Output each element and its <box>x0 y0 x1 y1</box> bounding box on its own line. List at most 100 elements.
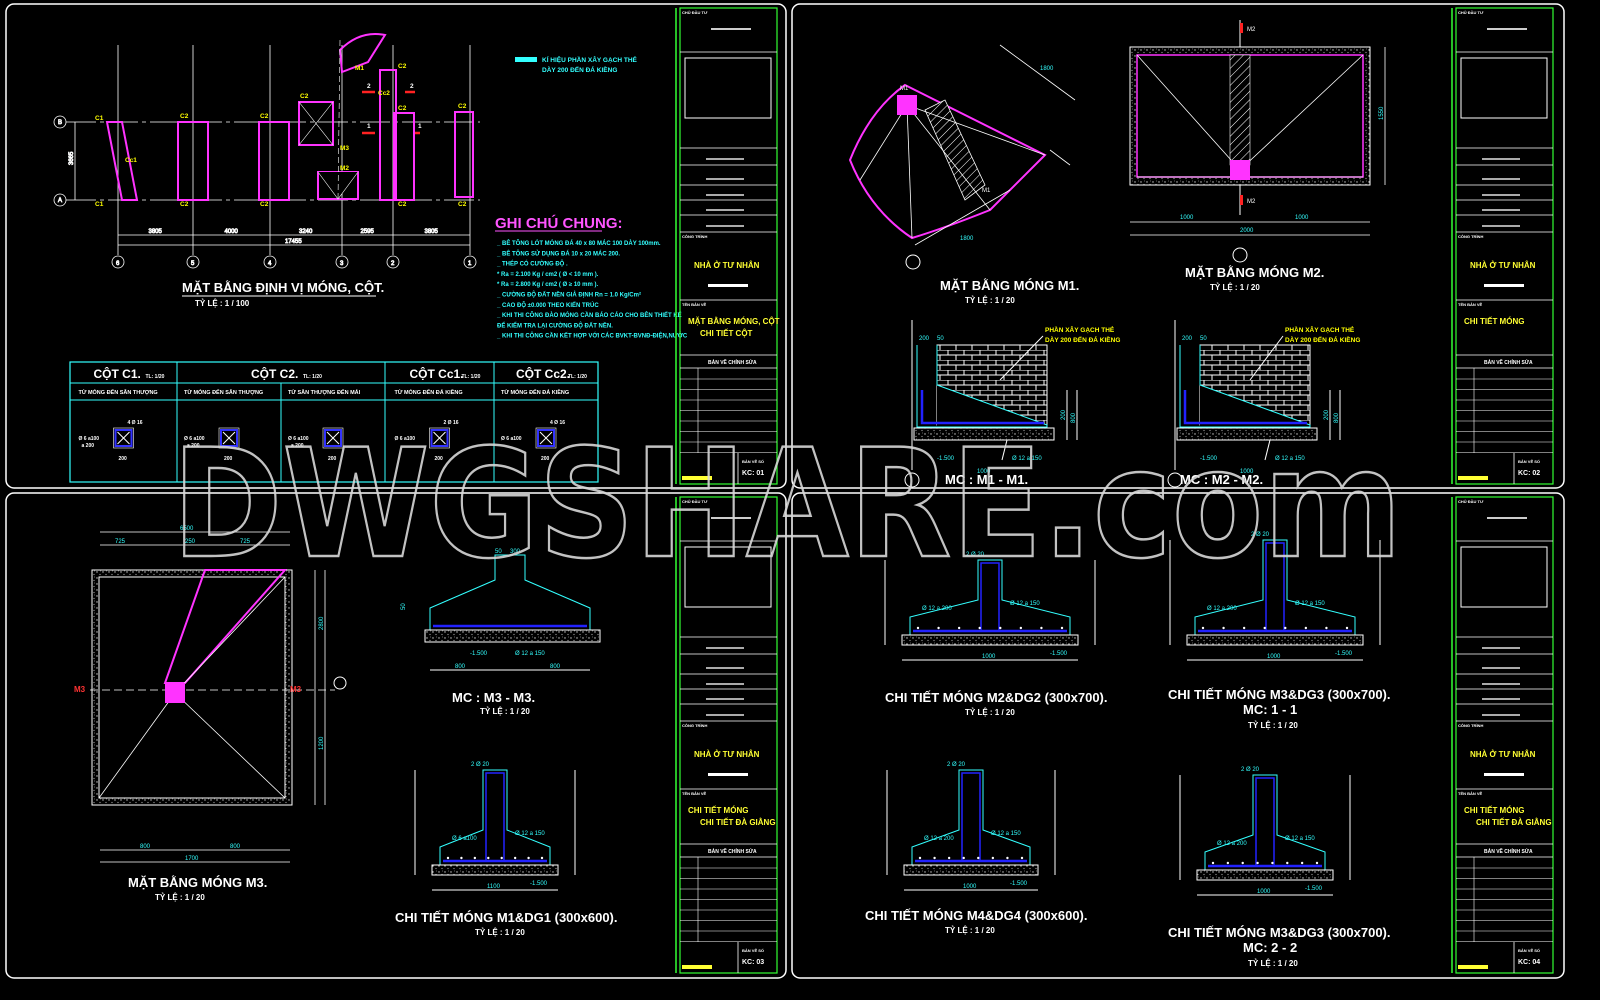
sheet-no-label: BẢN VẼ SỐ <box>1518 459 1540 464</box>
rebar-dot <box>999 626 1002 630</box>
m1-scale: TỶ LỆ : 1 / 20 <box>965 296 1015 305</box>
rebar-dot <box>487 856 490 860</box>
lean-concrete <box>424 629 601 643</box>
grid-label: 2 <box>391 261 395 267</box>
tie-icon <box>433 431 446 445</box>
rebar-dot <box>1242 626 1246 630</box>
m3-dim: 1700 <box>185 856 199 862</box>
footing-m2-dg2-b <box>258 121 290 201</box>
project-address <box>708 284 748 287</box>
owner-label: CHỦ ĐẦU TƯ <box>682 10 708 15</box>
rebar-label: Ø 12 a 200 <box>924 836 954 842</box>
rebar-label: Ø 12 a 150 <box>1275 456 1305 462</box>
field-value <box>1482 667 1520 669</box>
footing-m1-outline <box>848 83 1047 240</box>
logo-box <box>684 57 772 119</box>
side-dimension: 3665 <box>69 151 75 165</box>
drawing-label: TÊN BẢN VẼ <box>1458 791 1483 796</box>
footing-label: Cc2 <box>378 90 390 97</box>
rebar-dot <box>1019 626 1023 630</box>
elevation-label: -1.500 <box>530 881 548 887</box>
column-header-scale: TL: 1/20 <box>303 374 322 380</box>
owner-name <box>1487 28 1527 30</box>
rebar-label: Ø 12 a 150 <box>1012 456 1042 462</box>
rebar-dot <box>1300 861 1304 865</box>
rebar-dot <box>527 856 530 860</box>
note-line: _ KHI THI CÔNG ĐÀO MÓNG CẦN BÁO CÁO CHO … <box>496 311 682 319</box>
column-rebar <box>1265 542 1285 631</box>
column-header-scale: TL: 1/20 <box>146 374 165 380</box>
rebar-dot <box>1201 626 1205 630</box>
section-title: MC : M3 - M3. <box>452 690 535 705</box>
legend-swatch <box>515 57 537 62</box>
column-subheader: TỪ MÓNG ĐẾN SÂN THƯỢNG <box>79 388 158 396</box>
tie-label: Ø 6 a100 <box>288 436 309 442</box>
rebar-dot <box>1006 856 1009 860</box>
detail-scale: TỶ LỆ : 1 / 20 <box>945 926 995 935</box>
axis-bubble <box>1167 472 1183 488</box>
rebar-dot <box>473 856 477 860</box>
span-dimension: 4000 <box>225 229 239 235</box>
m3-dim: 1200 <box>319 736 325 750</box>
sheet-frame-kc04 <box>791 492 1565 979</box>
elevation-label: -1.500 <box>937 456 955 462</box>
title-block-frame <box>1455 496 1554 974</box>
rebar-dot <box>1345 626 1349 630</box>
elevation-label: -1.500 <box>1050 651 1068 657</box>
project-address <box>1484 773 1524 776</box>
column-stub-m3 <box>165 683 185 703</box>
column-subheader: TỪ MÓNG ĐẾN ĐÁ KIỀNG <box>501 388 569 396</box>
m1-dim: 1800 <box>1040 66 1054 72</box>
rebar-dot <box>916 626 920 630</box>
sheet-frames <box>5 3 1565 979</box>
footing-label: C2 <box>180 201 189 208</box>
rebar-dot <box>1241 861 1244 865</box>
project-name: NHÀ Ở TƯ NHÂN <box>1470 750 1536 759</box>
project-address <box>1484 284 1524 287</box>
drawing-name: CHI TIẾT ĐÀ GIẰNG <box>700 817 776 827</box>
rebar-label: Ø 6 a100 <box>452 836 477 842</box>
field-value <box>706 698 744 700</box>
footing-m1-plan: 1800 1800 M1 M1 MẶT BẰNG MÓNG M1. TỶ LỆ … <box>848 44 1079 305</box>
m2-scale: TỶ LỆ : 1 / 20 <box>1210 283 1260 292</box>
tie-spacing: a 200 <box>82 443 95 449</box>
m3-dim: 725 <box>240 539 251 545</box>
plan-scale: TỶ LỆ : 1 / 100 <box>195 299 250 308</box>
m3-dim: 6500 <box>180 526 194 532</box>
field-value <box>706 194 744 196</box>
grid-bubble <box>111 255 125 269</box>
column-outline <box>113 427 134 449</box>
legend: KÍ HIỆU PHẦN XÂY GẠCH THẺ DÀY 200 ĐẾN ĐÁ… <box>515 54 638 74</box>
field-value <box>1482 683 1520 685</box>
project-name: NHÀ Ở TƯ NHÂN <box>1470 261 1536 270</box>
owner-name <box>1487 517 1527 519</box>
detail-scale: TỶ LỆ : 1 / 20 <box>1248 959 1298 968</box>
span-dimension: 3240 <box>299 229 313 235</box>
cut-label: M3 <box>290 685 302 694</box>
leader <box>1264 439 1271 461</box>
field-value <box>706 683 744 685</box>
footing-m2-plan: M2 M2 1000 1000 2000 1550 MẶT BẰNG MÓNG … <box>1129 20 1386 292</box>
column-rebar <box>980 562 1000 631</box>
m2-title: MẶT BẰNG MÓNG M2. <box>1185 265 1324 280</box>
lean-concrete <box>1196 869 1334 881</box>
rebar-label: 4 Ø 16 <box>128 420 143 426</box>
footing-m1-arc <box>338 33 387 74</box>
tie-label: Ø 6 a100 <box>395 436 416 442</box>
rebar-dot <box>947 856 951 860</box>
column-stub-m1 <box>897 95 917 115</box>
column-subheader: TỪ SÂN THƯỢNG ĐẾN MÁI <box>288 389 361 396</box>
footing-m4-dg4-right <box>454 111 474 198</box>
notes-title: GHI CHÚ CHUNG: <box>495 214 623 232</box>
lean-concrete <box>1176 427 1318 441</box>
height-dimension: 200 <box>1061 409 1067 420</box>
owner-label: CHỦ ĐẦU TƯ <box>682 499 708 504</box>
rebar-label: Ø 12 a 200 <box>922 606 952 612</box>
leader <box>1001 439 1008 461</box>
